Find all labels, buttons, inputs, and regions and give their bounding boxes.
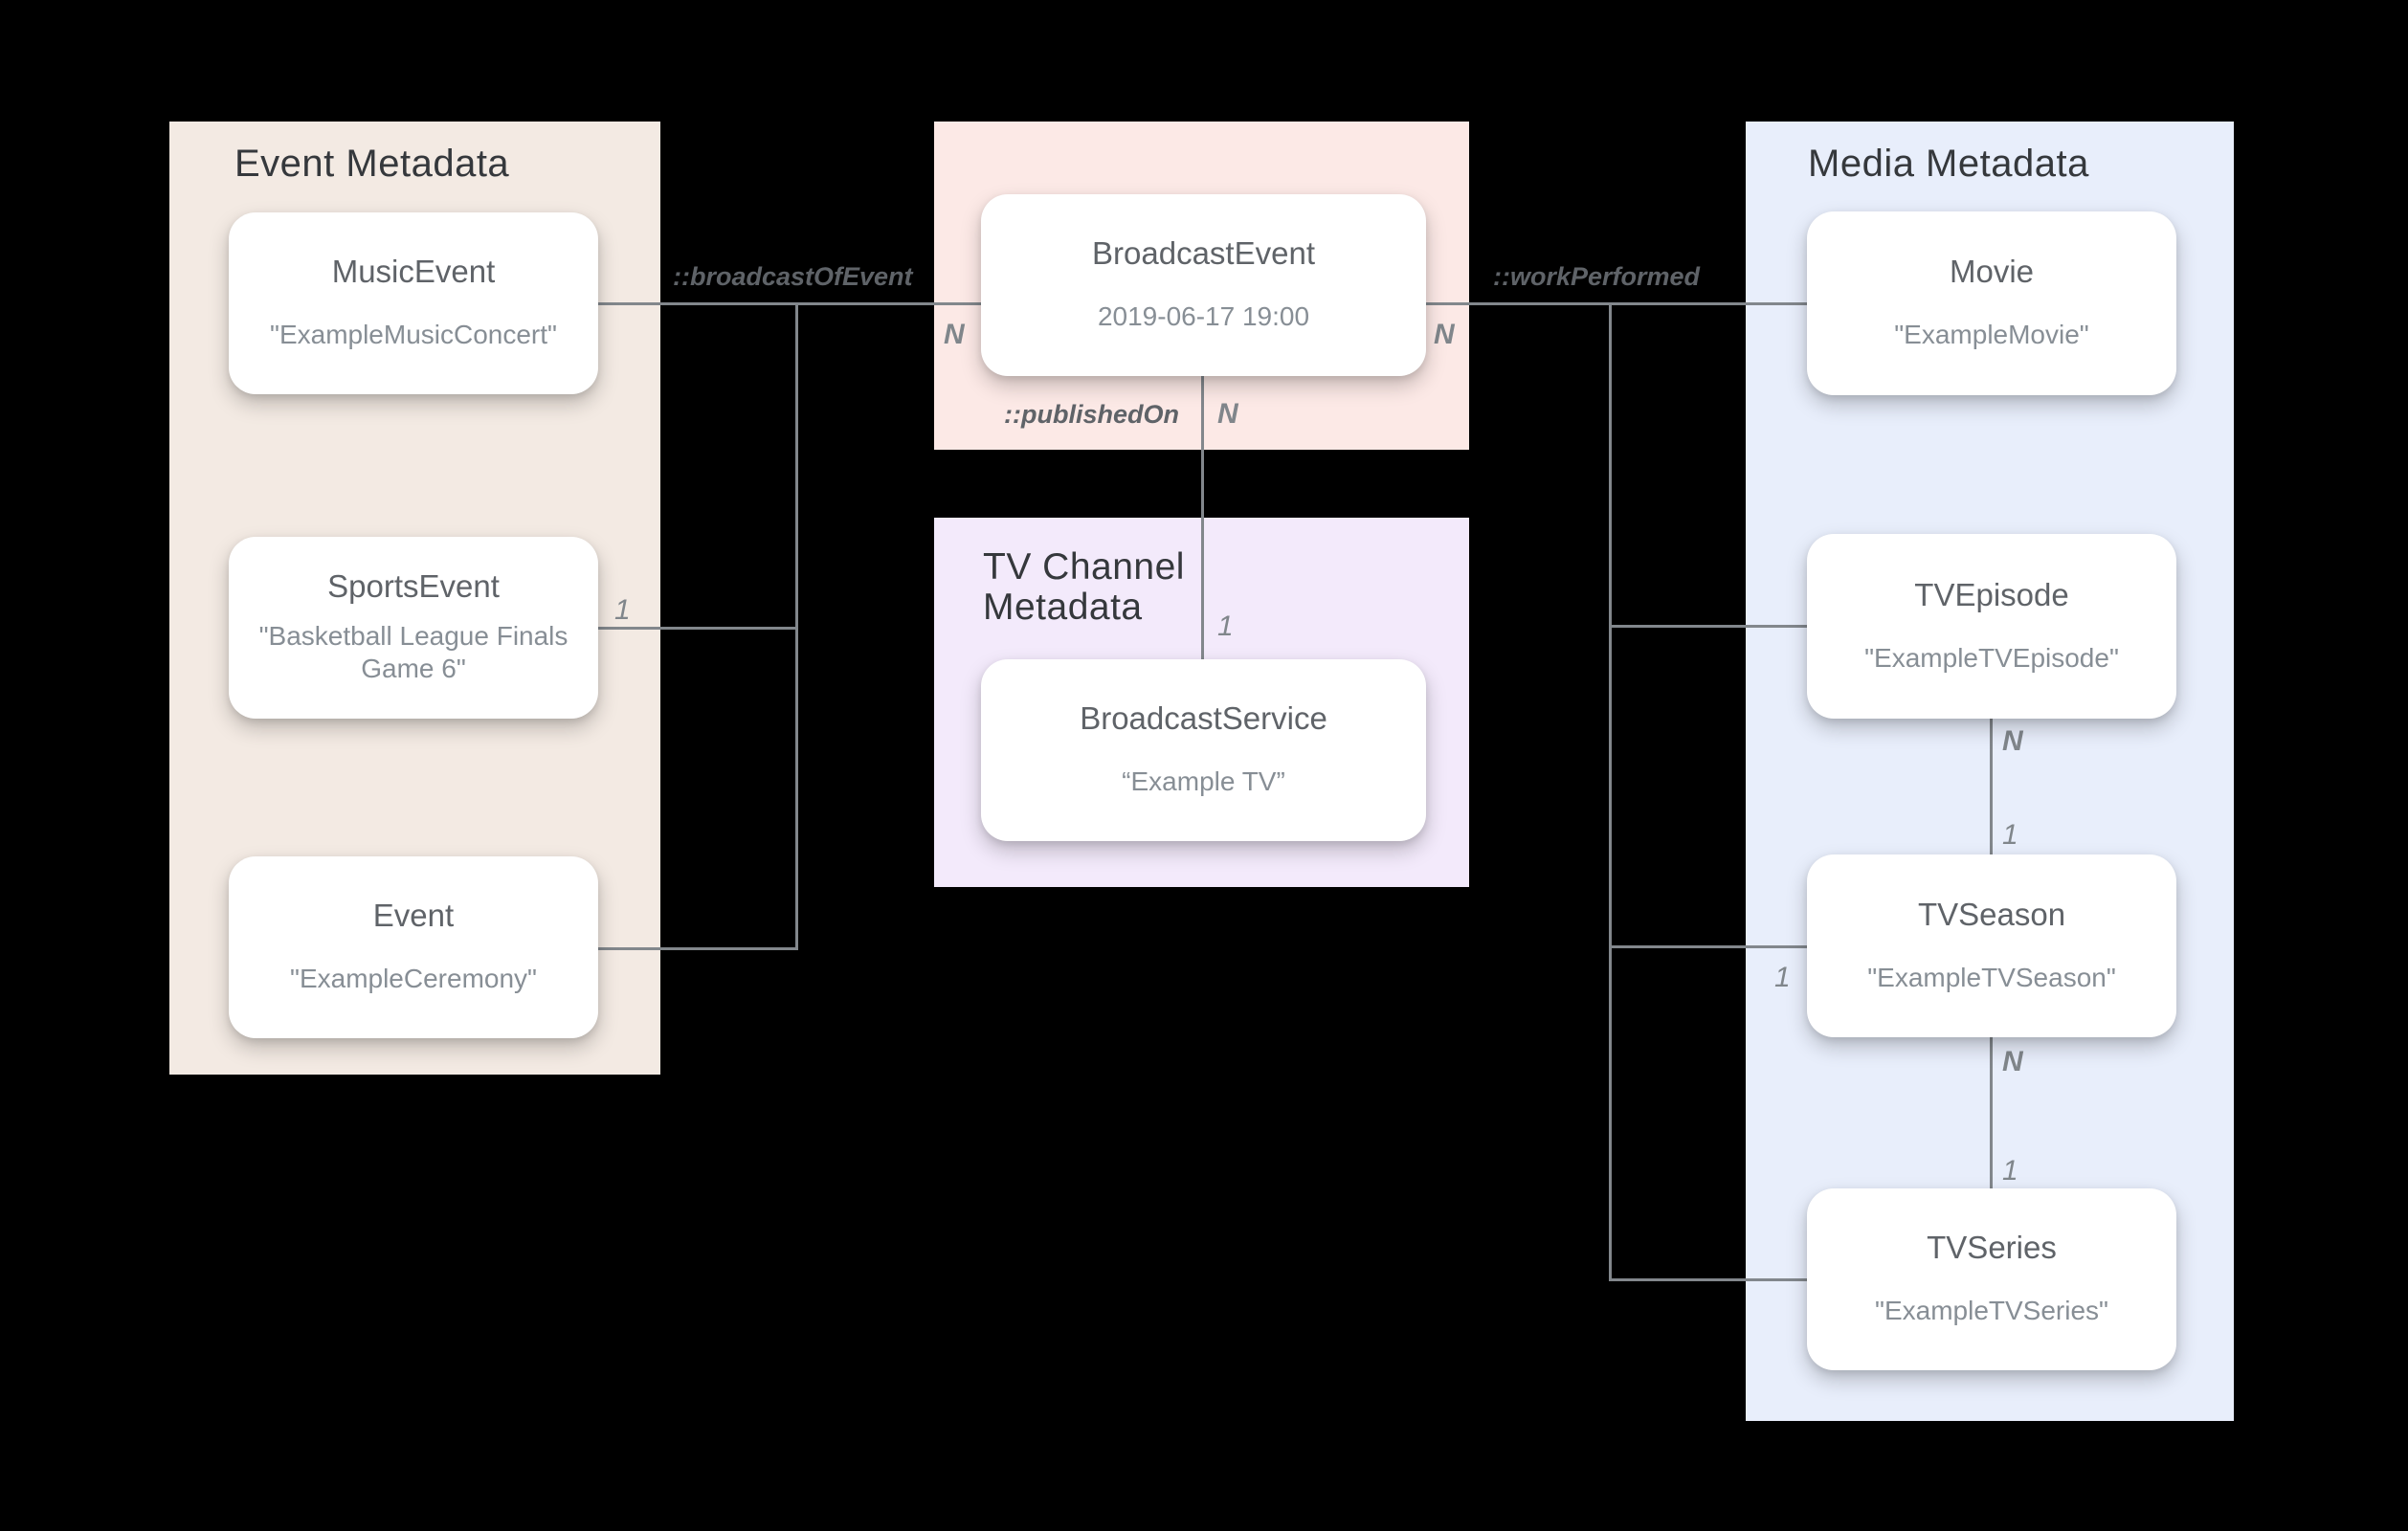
entity-title: SportsEvent [327,568,500,604]
cardinality-n-broadcastevent-left: N [944,319,965,350]
entity-card-tvseason: TVSeason "ExampleTVSeason" [1807,854,2176,1037]
entity-card-tvseries: TVSeries "ExampleTVSeries" [1807,1188,2176,1370]
connector-tvepisode-branch [1612,625,1807,628]
relation-label-publishedon: ::publishedOn [1004,400,1179,429]
entity-card-broadcastevent: BroadcastEvent 2019-06-17 19:00 [981,194,1426,376]
entity-instance: 2019-06-17 19:00 [1097,301,1310,331]
entity-title: TVEpisode [1914,576,2069,612]
entity-title: TVSeries [1927,1230,2057,1265]
cardinality-n-tvseason-tvseries: N [2002,1046,2023,1077]
relation-label-workperformed: ::workPerformed [1493,262,1701,291]
cardinality-n-publishedon: N [1217,398,1238,430]
entity-title: MusicEvent [331,254,496,289]
entity-card-sportsevent: SportsEvent "Basketball League Finals Ga… [229,537,598,719]
connector-event-branch [598,947,795,950]
entity-title: TVSeason [1917,896,2066,932]
connector-left-trunk [795,302,798,950]
cardinality-1-tvseason-tvseries: 1 [2002,1155,2018,1187]
connector-broadcastevent-broadcastservice [1201,376,1204,659]
entity-instance: "ExampleMusicConcert" [270,320,557,349]
cardinality-n-broadcastevent-right: N [1434,319,1455,350]
entity-instance: “Example TV” [1122,766,1285,796]
entity-instance: "ExampleTVEpisode" [1864,642,2119,673]
connector-tvseries-branch [1612,1278,1807,1281]
event-metadata-title: Event Metadata [234,143,510,185]
tv-channel-metadata-title: TV Channel Metadata [983,546,1185,628]
relation-label-broadcastofevent: ::broadcastOfEvent [673,262,913,291]
entity-instance: "ExampleMovie" [1894,320,2089,349]
connector-sportsevent-branch [598,627,795,630]
cardinality-1-tvseason: 1 [1774,962,1791,993]
media-metadata-title: Media Metadata [1808,143,2089,185]
entity-instance: "ExampleTVSeries" [1875,1296,2108,1325]
entity-title: Movie [1949,254,2035,289]
entity-instance: "ExampleTVSeason" [1867,962,2116,992]
entity-card-movie: Movie "ExampleMovie" [1807,211,2176,395]
cardinality-1-sportsevent: 1 [614,594,631,626]
connector-tvseason-tvseries [1990,1037,1993,1188]
entity-title: Event [372,898,455,933]
entity-card-event: Event "ExampleCeremony" [229,856,598,1038]
connector-right-trunk [1609,302,1612,1281]
connector-broadcastevent-movie [1426,302,1807,305]
cardinality-1-tvepisode-tvseason: 1 [2002,819,2018,851]
entity-title: BroadcastService [1080,700,1327,736]
cardinality-n-tvepisode-tvseason: N [2002,725,2023,757]
entity-card-musicevent: MusicEvent "ExampleMusicConcert" [229,212,598,394]
entity-card-tvepisode: TVEpisode "ExampleTVEpisode" [1807,534,2176,719]
connector-tvepisode-tvseason [1990,719,1993,854]
entity-instance: "Basketball League Finals Game 6" [258,621,569,683]
entity-title: BroadcastEvent [1092,235,1315,271]
entity-card-broadcastservice: BroadcastService “Example TV” [981,659,1426,841]
connector-musicevent-broadcastevent [598,302,981,305]
cardinality-1-broadcastservice: 1 [1217,610,1234,642]
entity-instance: "ExampleCeremony" [290,964,537,993]
connector-tvseason-branch [1612,945,1807,948]
